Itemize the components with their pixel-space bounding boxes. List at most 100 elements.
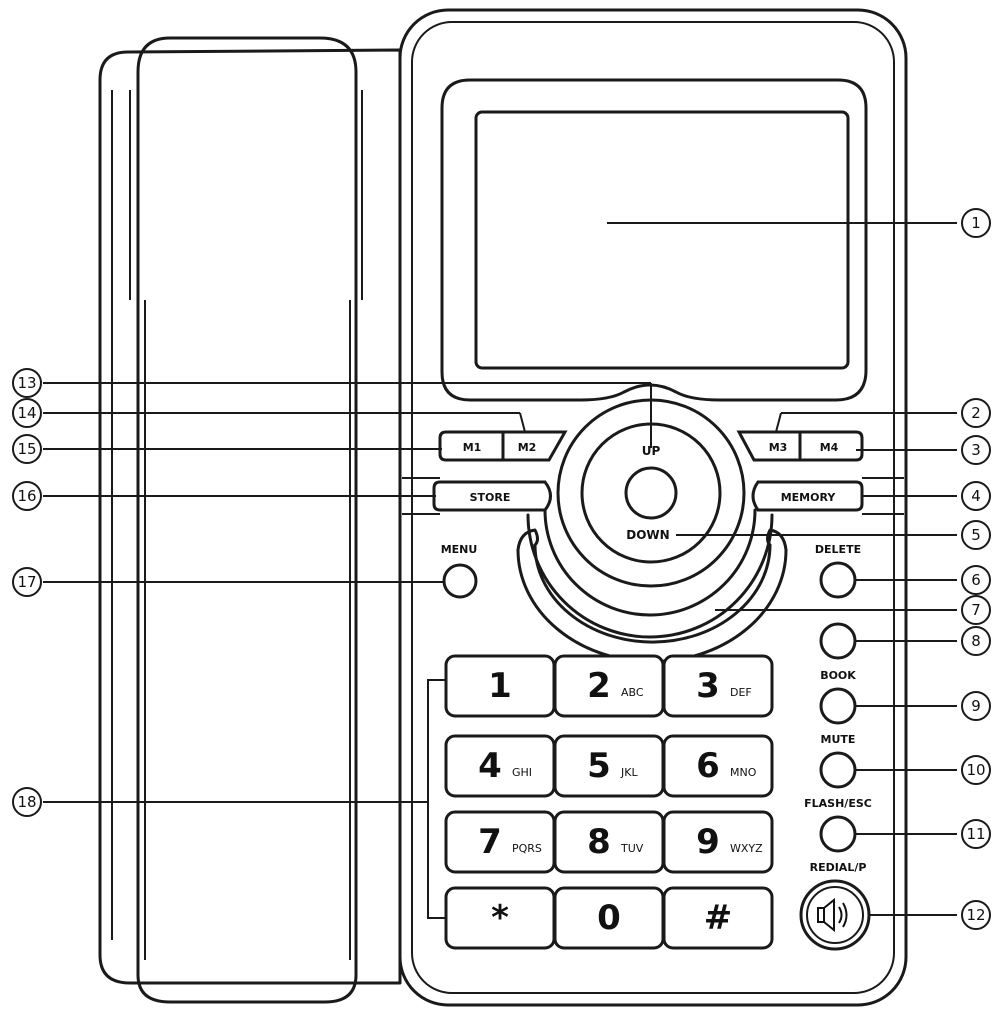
handset-cradle bbox=[98, 48, 402, 985]
callout-3: 3 bbox=[961, 435, 991, 465]
up-label: UP bbox=[642, 444, 661, 458]
key-hash[interactable] bbox=[662, 886, 774, 950]
delete-button[interactable] bbox=[819, 561, 857, 599]
svg-text:17: 17 bbox=[17, 573, 36, 591]
delete-label: DELETE bbox=[815, 543, 861, 556]
m1-button[interactable] bbox=[438, 430, 505, 462]
callout-9: 9 bbox=[961, 691, 991, 721]
redial-p-button[interactable] bbox=[819, 815, 857, 853]
callout-5: 5 bbox=[961, 520, 991, 550]
svg-text:4: 4 bbox=[971, 487, 981, 505]
callout-10: 10 bbox=[961, 755, 991, 785]
key-digit: 2 bbox=[587, 666, 611, 706]
callout-1: 1 bbox=[961, 208, 991, 238]
handset bbox=[129, 36, 363, 1004]
phone-body bbox=[398, 8, 908, 1007]
svg-text:14: 14 bbox=[17, 404, 36, 422]
svg-text:16: 16 bbox=[17, 487, 36, 505]
speaker-icon bbox=[817, 897, 848, 933]
key-digit: 0 bbox=[597, 898, 621, 938]
svg-text:13: 13 bbox=[17, 374, 36, 392]
menu-button[interactable] bbox=[442, 563, 478, 599]
callout-lines bbox=[43, 222, 957, 916]
svg-text:3: 3 bbox=[971, 441, 981, 459]
callout-16: 16 bbox=[12, 481, 42, 511]
m1-label: M1 bbox=[463, 441, 482, 454]
memory-button[interactable] bbox=[751, 480, 864, 512]
key-letters: PQRS bbox=[512, 842, 542, 855]
m2-label: M2 bbox=[518, 441, 537, 454]
mute-button[interactable] bbox=[819, 687, 857, 725]
svg-text:9: 9 bbox=[971, 697, 981, 715]
callout-14: 14 bbox=[12, 398, 42, 428]
svg-text:12: 12 bbox=[966, 906, 985, 924]
book-label: BOOK bbox=[820, 669, 856, 682]
mute-label: MUTE bbox=[821, 733, 856, 746]
key-9[interactable] bbox=[662, 810, 774, 874]
svg-text:6: 6 bbox=[971, 571, 981, 589]
key-digit: 1 bbox=[488, 666, 512, 706]
svg-text:2: 2 bbox=[971, 404, 981, 422]
key-letters: DEF bbox=[730, 686, 752, 699]
callout-7: 7 bbox=[961, 595, 991, 625]
key-6[interactable] bbox=[662, 734, 774, 798]
callout-18: 18 bbox=[12, 787, 42, 817]
svg-text:11: 11 bbox=[966, 825, 985, 843]
book-button[interactable] bbox=[819, 622, 857, 660]
flash-esc-button[interactable] bbox=[819, 751, 857, 789]
callout-markers: 1 2 3 4 5 6 7 8 9 10 11 12 13 14 15 16 1… bbox=[12, 208, 991, 930]
function-keys: DELETE BOOK MUTE FLASH/ESC REDIAL/P bbox=[799, 543, 872, 951]
down-label: DOWN bbox=[626, 528, 669, 542]
key-digit: 6 bbox=[696, 746, 720, 786]
key-letters: ABC bbox=[621, 686, 644, 699]
flash-esc-label: FLASH/ESC bbox=[804, 797, 872, 810]
key-letters: MNO bbox=[730, 766, 757, 779]
callout-17: 17 bbox=[12, 567, 42, 597]
svg-text:5: 5 bbox=[971, 526, 981, 544]
nav-center-button[interactable] bbox=[624, 466, 678, 520]
menu-key: MENU bbox=[441, 543, 478, 599]
callout-6: 6 bbox=[961, 565, 991, 595]
nav-arcs bbox=[516, 508, 788, 664]
key-letters: TUV bbox=[620, 842, 644, 855]
key-3[interactable] bbox=[662, 654, 774, 718]
memory-label: MEMORY bbox=[781, 491, 837, 504]
callout-4: 4 bbox=[961, 481, 991, 511]
callout-13: 13 bbox=[12, 368, 42, 398]
key-digit: 5 bbox=[587, 746, 611, 786]
key-digit: 9 bbox=[696, 822, 720, 862]
key-digit: 4 bbox=[478, 746, 502, 786]
svg-text:10: 10 bbox=[966, 761, 985, 779]
m4-label: M4 bbox=[820, 441, 839, 454]
key-letters: JKL bbox=[620, 766, 638, 779]
callout-8: 8 bbox=[961, 626, 991, 656]
key-letters: GHI bbox=[512, 766, 532, 779]
nav-pad: UP DOWN bbox=[556, 398, 746, 588]
key-digit: 8 bbox=[587, 822, 611, 862]
memory-keys: M1 M2 M3 M4 STORE MEMORY bbox=[402, 430, 904, 515]
svg-text:15: 15 bbox=[17, 440, 36, 458]
svg-text:1: 1 bbox=[971, 214, 981, 232]
store-button[interactable] bbox=[432, 480, 552, 512]
key-digit: 7 bbox=[478, 822, 502, 862]
menu-label: MENU bbox=[441, 543, 478, 556]
svg-text:8: 8 bbox=[971, 632, 981, 650]
store-label: STORE bbox=[470, 491, 511, 504]
m3-label: M3 bbox=[769, 441, 788, 454]
callout-2: 2 bbox=[961, 398, 991, 428]
svg-text:7: 7 bbox=[971, 601, 981, 619]
key-digit: 3 bbox=[696, 666, 720, 706]
key-letters: WXYZ bbox=[730, 842, 763, 855]
m2-button[interactable] bbox=[501, 430, 568, 462]
key-digit: * bbox=[491, 898, 509, 938]
redial-p-label: REDIAL/P bbox=[810, 861, 867, 874]
svg-text:18: 18 bbox=[17, 793, 36, 811]
lcd-display bbox=[440, 78, 868, 402]
key-digit: # bbox=[704, 898, 733, 938]
callout-15: 15 bbox=[12, 434, 42, 464]
callout-12: 12 bbox=[961, 900, 991, 930]
callout-11: 11 bbox=[961, 819, 991, 849]
m4-button[interactable] bbox=[798, 430, 864, 462]
